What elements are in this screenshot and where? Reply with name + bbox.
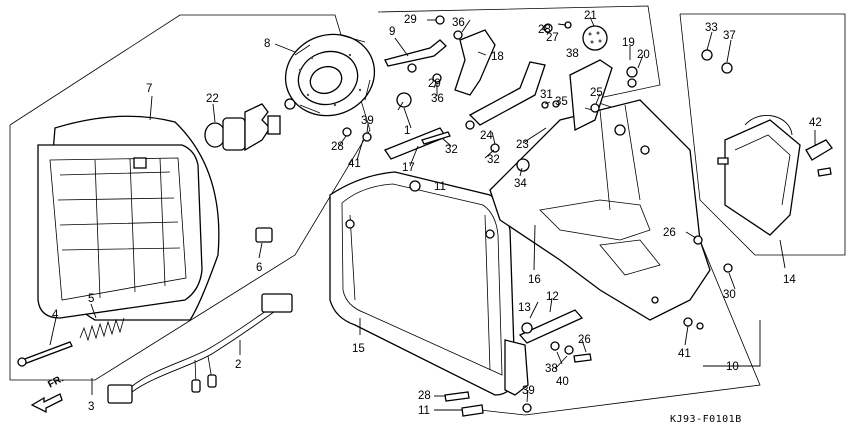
callout-2: 2 (235, 359, 241, 371)
callout-4: 4 (52, 309, 59, 321)
callout-15: 15 (352, 343, 365, 355)
callout-39b: 39 (522, 385, 535, 397)
diagram-code: KJ93-F0101B (670, 414, 742, 425)
callout-14: 14 (783, 274, 796, 286)
callout-8: 8 (264, 38, 270, 50)
front-direction-arrow: FR. (30, 373, 66, 414)
callout-32a: 32 (445, 144, 458, 156)
callout-25: 25 (590, 87, 603, 99)
callout-1: 1 (404, 125, 410, 137)
callout-29b: 29 (428, 78, 441, 90)
callout-33: 33 (705, 22, 718, 34)
callout-19: 19 (622, 37, 635, 49)
relay-unit (724, 115, 833, 236)
callout-18: 18 (491, 51, 504, 63)
callout-23: 23 (516, 139, 529, 151)
callout-20: 20 (637, 49, 650, 61)
callout-6: 6 (256, 262, 262, 274)
callout-36b: 36 (431, 93, 444, 105)
callout-13: 13 (518, 302, 531, 314)
callout-27: 27 (546, 32, 559, 44)
relay-group-frame (679, 13, 846, 256)
lever-arm (468, 61, 546, 126)
callout-16: 16 (528, 274, 541, 286)
callout-26b: 26 (578, 334, 591, 346)
clip-part (255, 227, 273, 243)
callout-35: 35 (555, 96, 568, 108)
callout-28a: 28 (538, 24, 551, 36)
callout-41b: 41 (678, 348, 691, 360)
callout-24: 24 (480, 130, 493, 142)
callout-17: 17 (402, 162, 415, 174)
callout-21: 21 (584, 10, 597, 22)
stay-12 (518, 309, 584, 344)
adjust-screw (17, 341, 73, 367)
callout-37: 37 (723, 30, 736, 42)
callout-28b: 28 (331, 141, 344, 153)
stay-18 (454, 29, 496, 96)
callout-38a: 38 (566, 48, 579, 60)
headlight-case (329, 171, 529, 396)
front-direction-label: FR. (46, 373, 66, 390)
callout-11b: 11 (418, 405, 430, 417)
callout-39a: 39 (361, 115, 374, 127)
stay-9 (384, 39, 447, 67)
headlight-wire-harness (107, 293, 293, 404)
headlight-group-frame (9, 14, 371, 381)
callout-38b: 38 (545, 363, 558, 375)
callout-31: 31 (540, 89, 553, 101)
callout-3: 3 (88, 401, 94, 413)
callout-7: 7 (146, 83, 152, 95)
headlight-lens-unit (37, 115, 220, 321)
fasteners (342, 15, 832, 417)
callout-36a: 36 (452, 17, 465, 29)
stay-17 (384, 127, 447, 160)
callout-32b: 32 (487, 154, 500, 166)
callout-40: 40 (556, 376, 569, 388)
callout-42: 42 (809, 117, 822, 129)
callout-9: 9 (389, 26, 395, 38)
bracket-20 (569, 59, 613, 132)
callout-11a: 11 (434, 181, 446, 193)
callout-29a: 29 (404, 14, 417, 26)
callout-22: 22 (206, 93, 219, 105)
mounting-bracket (489, 99, 711, 321)
callout-34: 34 (514, 178, 527, 190)
lens-tab (133, 157, 147, 169)
callout-numbers: 1 2 3 4 5 6 7 8 9 10 11 11 12 13 14 15 1… (52, 10, 822, 417)
headlight-lens (37, 144, 203, 319)
callout-12: 12 (546, 291, 559, 303)
headlight-bulb (204, 98, 296, 152)
grommet-21 (582, 25, 608, 51)
callout-26a: 26 (663, 227, 676, 239)
callout-41a: 41 (348, 158, 361, 170)
leader-lines (49, 16, 816, 411)
callout-10: 10 (726, 361, 739, 373)
callout-5: 5 (88, 293, 94, 305)
callout-30: 30 (723, 289, 736, 301)
adjust-spring (79, 317, 125, 342)
dust-cover (284, 33, 376, 117)
callout-28c: 28 (418, 390, 431, 402)
